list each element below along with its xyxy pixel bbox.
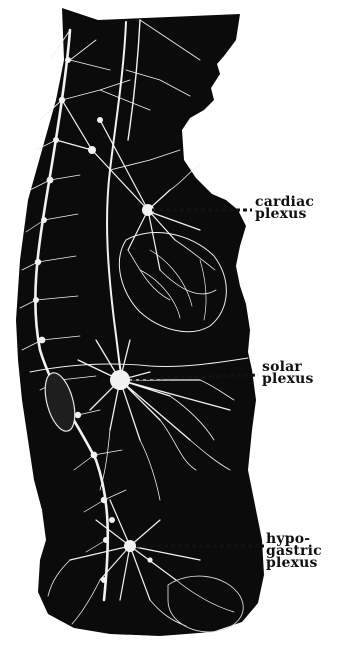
cardiac-plexus-label: cardiac plexus: [255, 196, 314, 220]
solar-label-line-2: plexus: [262, 373, 314, 385]
cardiac-label-line-2: plexus: [255, 208, 314, 220]
torso-silhouette: [16, 8, 264, 636]
hypogastric-plexus-label: hypo- gastric plexus: [266, 533, 322, 569]
solar-plexus-label: solar plexus: [262, 361, 314, 385]
hypogastric-label-line-3: plexus: [266, 557, 322, 569]
